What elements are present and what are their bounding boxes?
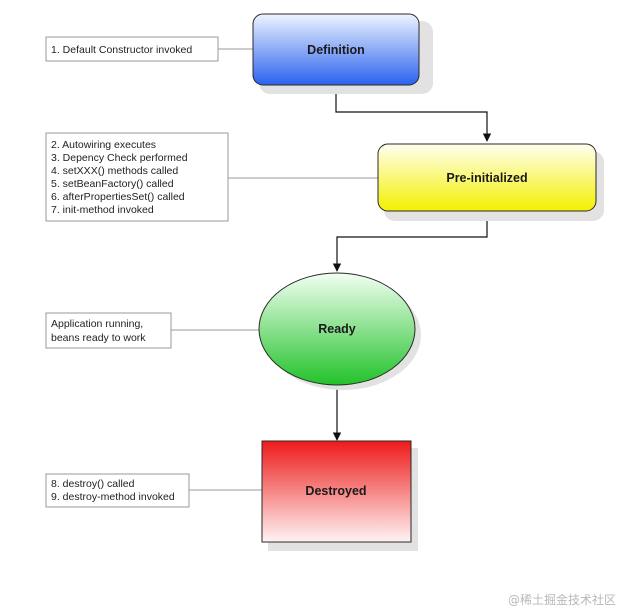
note-pre-initialized-line: 4. setXXX() methods called [51,165,178,177]
note-pre-initialized-line: 5. setBeanFactory() called [51,178,174,190]
state-pre-initialized-label: Pre-initialized [446,171,527,185]
arrow-definition-to-pre-initialized [335,85,492,142]
note-pre-initialized: 2. Autowiring executes 3. Depency Check … [45,132,229,222]
note-ready: Application running, beans ready to work [45,312,172,349]
arrow-pre-initialized-to-ready [332,211,488,272]
state-pre-initialized-box [377,143,597,212]
state-destroyed-label: Destroyed [305,484,366,498]
note-destroyed-line: 9. destroy-method invoked [51,491,175,503]
note-pre-initialized-line: 6. afterPropertiesSet() called [51,191,185,203]
note-definition-box [45,36,219,62]
state-definition: Definition [252,13,433,94]
state-pre-initialized: Pre-initialized [377,143,604,221]
note-destroyed-box [45,473,190,508]
state-definition-box [252,13,420,86]
state-destroyed-box [261,440,412,543]
note-pre-initialized-line: 3. Depency Check performed [51,152,188,164]
state-ready-ellipse [258,272,416,386]
note-destroyed-line: 8. destroy() called [51,478,135,490]
note-ready-line: beans ready to work [51,332,146,344]
note-definition: 1. Default Constructor invoked [45,36,219,62]
note-pre-initialized-line: 7. init-method invoked [51,204,154,216]
note-destroyed: 8. destroy() called 9. destroy-method in… [45,473,190,508]
note-pre-initialized-box [45,132,229,222]
note-pre-initialized-line: 2. Autowiring executes [51,139,156,151]
note-ready-line: Application running, [51,318,143,330]
note-definition-line: 1. Default Constructor invoked [51,44,192,56]
state-ready: Ready [258,272,421,390]
state-destroyed: Destroyed [261,440,418,551]
note-ready-box [45,312,172,349]
state-definition-label: Definition [307,43,365,57]
state-ready-label: Ready [318,322,356,336]
watermark: @稀土掘金技术社区 [507,593,616,607]
